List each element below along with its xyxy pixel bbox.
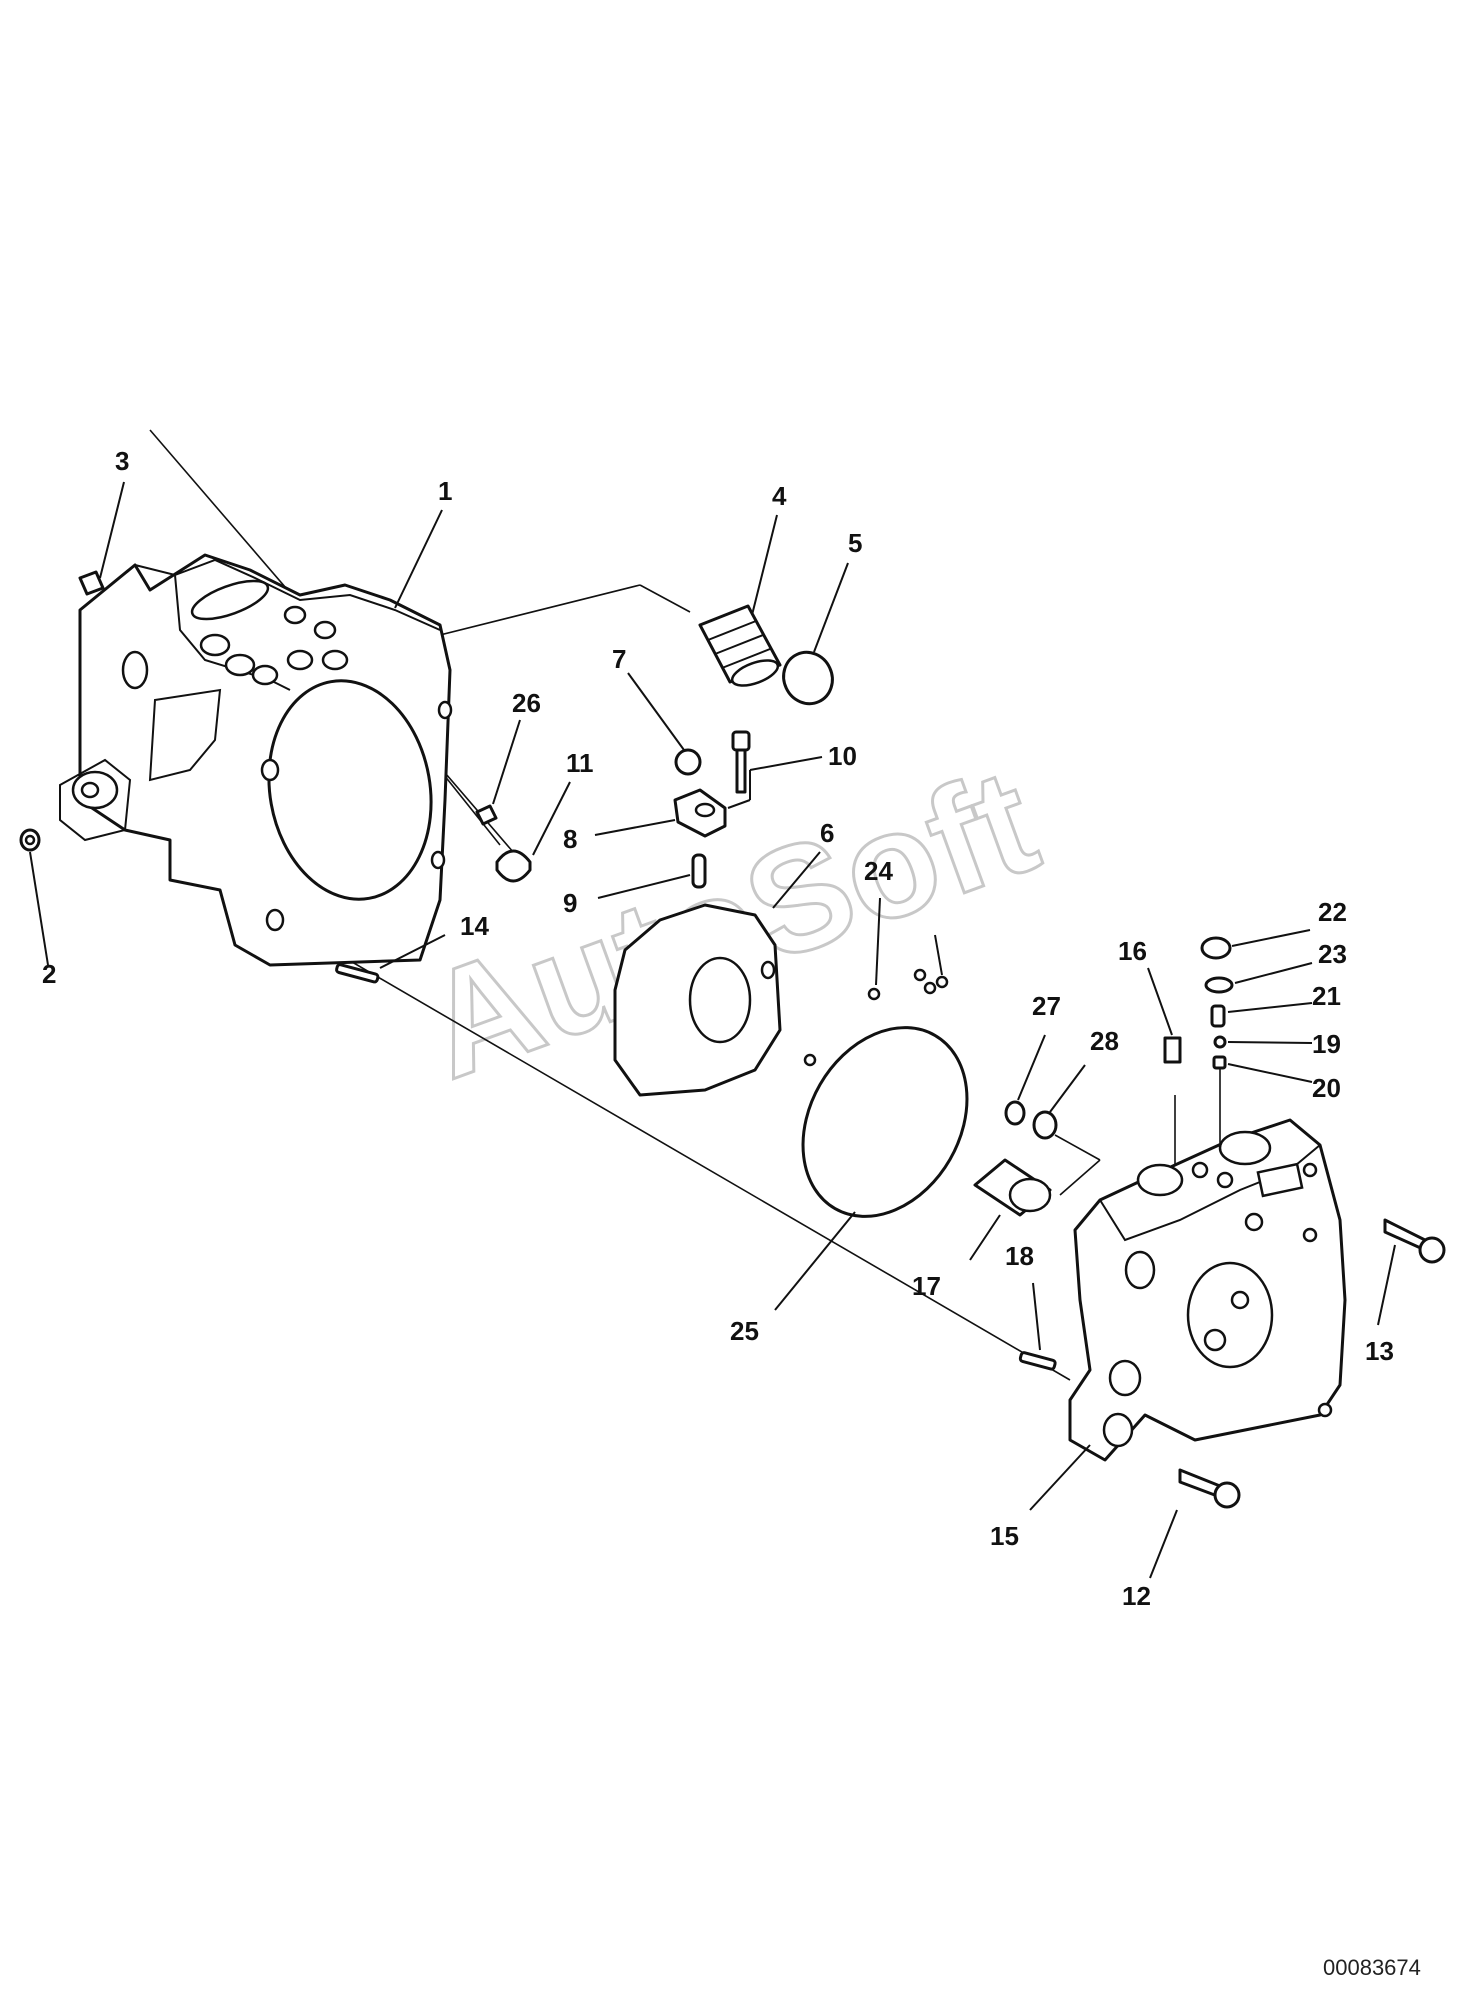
callout-20: 20 — [1312, 1073, 1341, 1103]
cover-part-6 — [613, 903, 817, 1097]
end-cover-part-15 — [1068, 1118, 1347, 1462]
callout-25: 25 — [730, 1316, 759, 1346]
callout-1: 1 — [438, 476, 452, 506]
pin-part-14 — [335, 963, 380, 984]
callout-24: 24 — [864, 856, 893, 886]
plug-part-2 — [19, 828, 41, 852]
callout-6: 6 — [820, 818, 834, 848]
bushing-part-17 — [973, 1158, 1052, 1217]
callout-8: 8 — [563, 824, 577, 854]
callout-18: 18 — [1005, 1241, 1034, 1271]
plug-part-3 — [78, 570, 105, 596]
bolt-part-13 — [1383, 1218, 1446, 1264]
callout-28: 28 — [1090, 1026, 1119, 1056]
seal-part-28 — [1032, 1110, 1058, 1140]
seat-part-20 — [1212, 1055, 1227, 1070]
callout-11: 11 — [566, 748, 594, 778]
callout-5: 5 — [848, 528, 862, 558]
o-ring-part-23 — [1204, 976, 1234, 994]
callout-26: 26 — [512, 688, 541, 718]
bolt-part-10 — [731, 730, 751, 794]
lever-part-8 — [673, 788, 727, 838]
ball-part-7 — [674, 748, 702, 776]
callout-3: 3 — [115, 446, 129, 476]
callout-12: 12 — [1122, 1581, 1151, 1611]
callout-14: 14 — [460, 911, 489, 941]
o-rings-part-24 — [867, 934, 949, 1001]
document-number: 00083674 — [1323, 1955, 1421, 1980]
callout-4: 4 — [772, 481, 787, 511]
pump-case-part-1 — [59, 553, 453, 967]
callout-2: 2 — [42, 959, 56, 989]
pin-part-9 — [691, 853, 707, 889]
callout-23: 23 — [1318, 939, 1347, 969]
callout-labels: 1 2 3 4 5 6 7 8 9 10 11 12 13 14 15 16 1… — [42, 446, 1394, 1611]
bolt-part-12 — [1178, 1468, 1241, 1509]
callout-10: 10 — [828, 741, 857, 771]
plug-part-26 — [475, 804, 498, 826]
pin-part-18 — [1018, 1351, 1057, 1371]
callout-22: 22 — [1318, 897, 1347, 927]
callout-16: 16 — [1118, 936, 1147, 966]
cap-part-11 — [495, 849, 532, 883]
sleeve-part-4 — [698, 604, 782, 687]
callout-13: 13 — [1365, 1336, 1394, 1366]
callout-15: 15 — [990, 1521, 1019, 1551]
o-ring-part-27 — [1004, 1100, 1026, 1126]
callout-9: 9 — [563, 888, 577, 918]
callout-27: 27 — [1032, 991, 1061, 1021]
fitting-part-16 — [1163, 1036, 1182, 1064]
screw-part-21 — [1210, 1004, 1226, 1028]
plug-part-22 — [1200, 936, 1232, 960]
callout-17: 17 — [912, 1271, 941, 1301]
callout-19: 19 — [1312, 1029, 1341, 1059]
ball-part-19 — [1213, 1035, 1227, 1049]
callout-21: 21 — [1312, 981, 1341, 1011]
leader-lines — [29, 481, 1396, 1579]
o-ring-part-25 — [801, 1026, 969, 1218]
callout-7: 7 — [612, 644, 626, 674]
o-ring-part-5 — [782, 650, 834, 706]
